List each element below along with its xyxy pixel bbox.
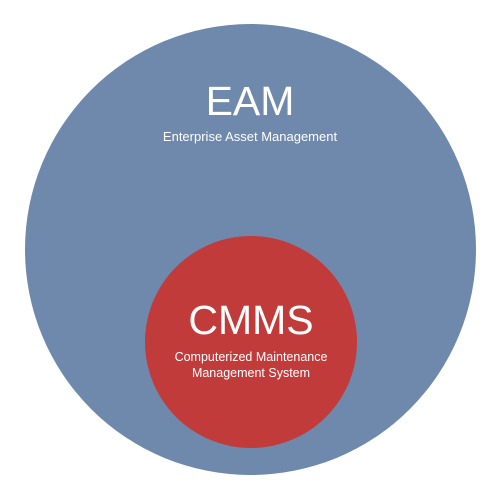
cmms-subtitle-line-1: Computerized Maintenance bbox=[174, 350, 328, 364]
cmms-subtitle-line-2: Management System bbox=[191, 366, 311, 380]
eam-subtitle: Enterprise Asset Management bbox=[162, 129, 338, 144]
cmms-circle bbox=[145, 236, 357, 448]
cmms-title: CMMS bbox=[188, 297, 314, 343]
eam-title: EAM bbox=[205, 78, 295, 124]
cmms-subtitle: Computerized Maintenance Management Syst… bbox=[145, 349, 357, 381]
